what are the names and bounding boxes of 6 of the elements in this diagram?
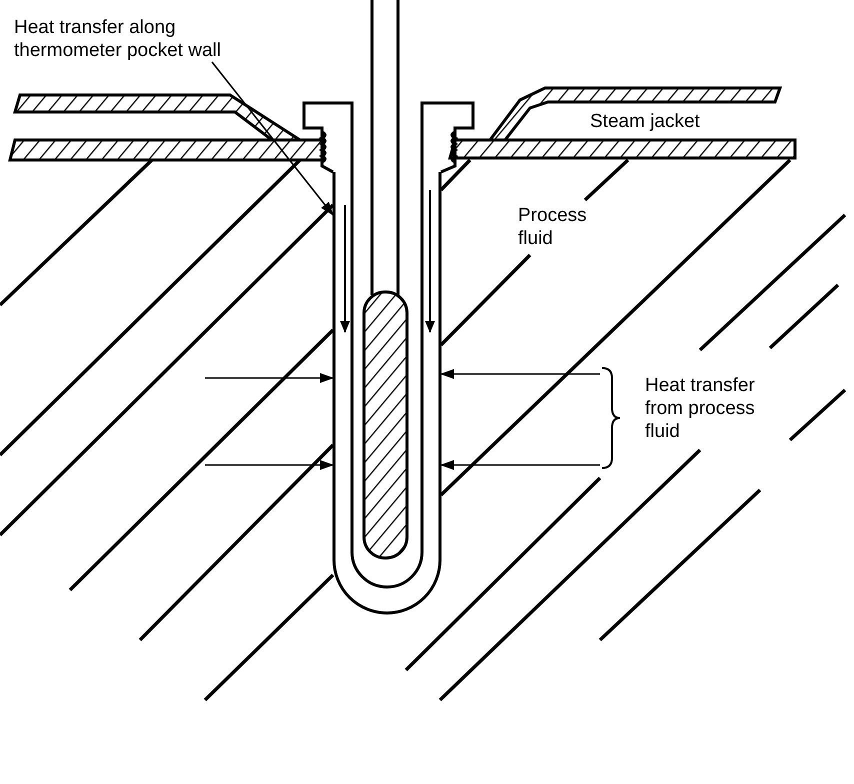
arrow <box>205 373 334 383</box>
arrow <box>440 460 600 470</box>
leader-arrow <box>211 62 334 216</box>
thermometer-pocket-drawing <box>333 172 441 617</box>
arrow <box>205 460 334 470</box>
arrow <box>440 369 600 379</box>
